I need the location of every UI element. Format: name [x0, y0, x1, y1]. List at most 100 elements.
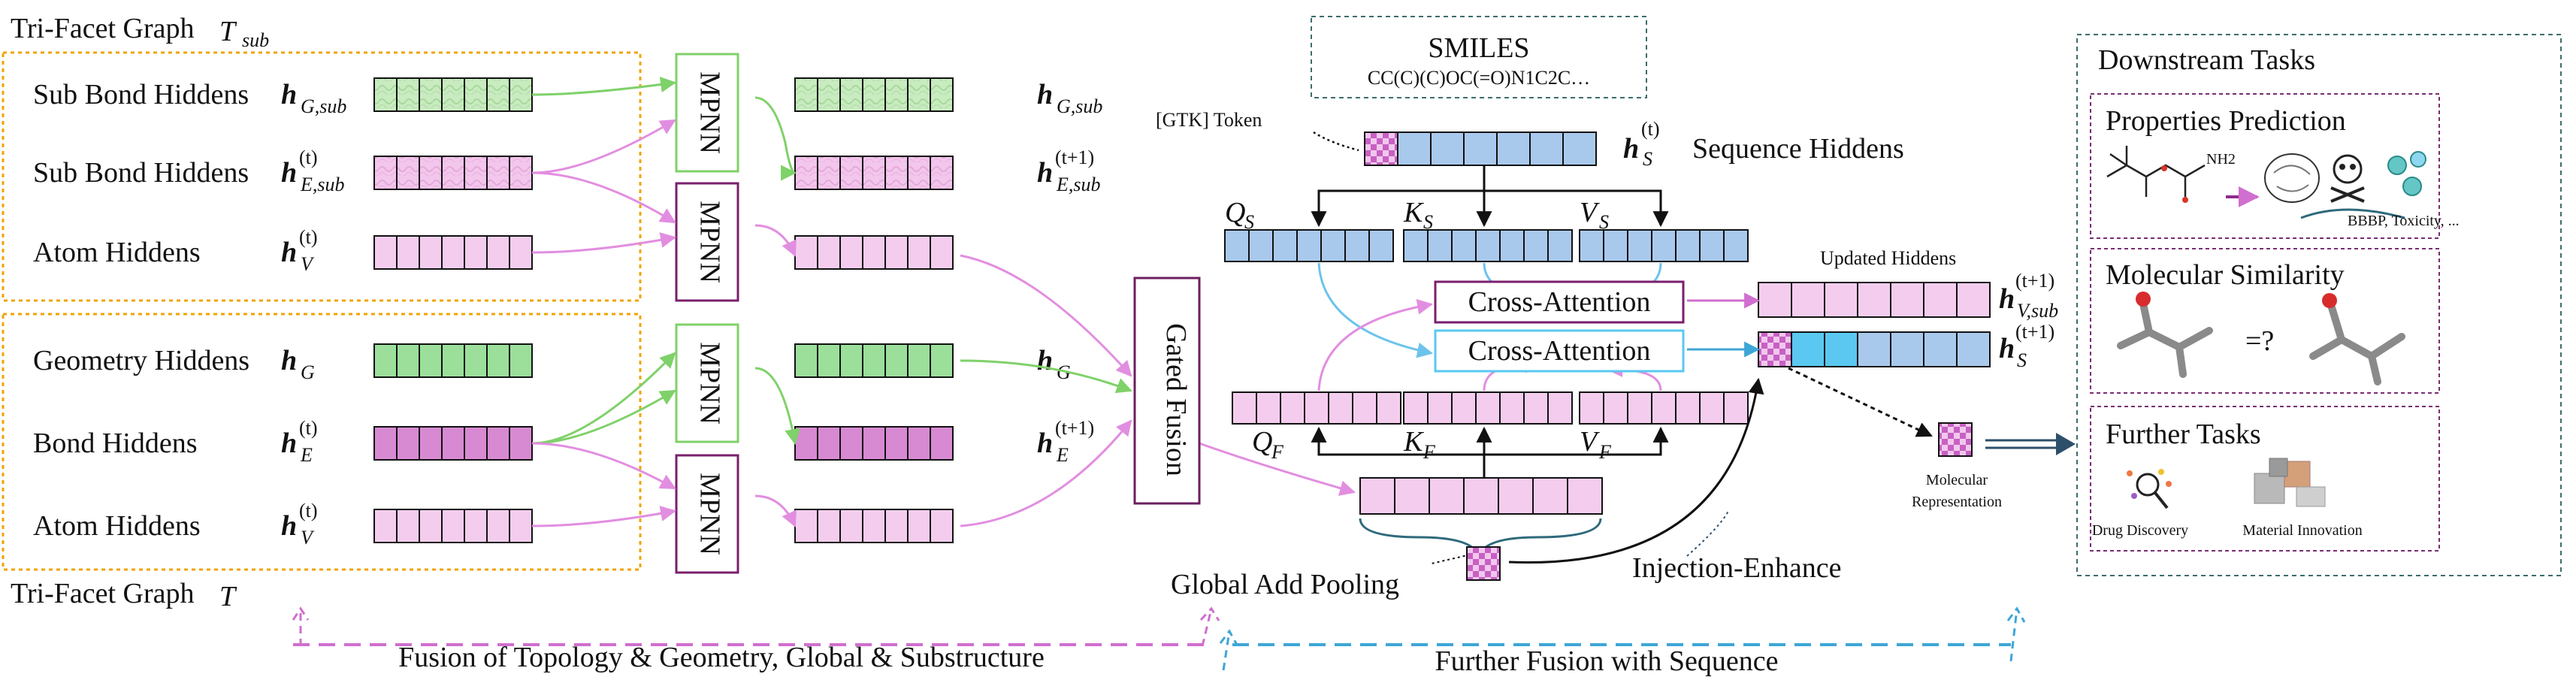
svg-text:Tri-Facet Graph: Tri-Facet Graph	[11, 578, 195, 609]
cross-attention-top-label: Cross-Attention	[1468, 286, 1651, 318]
svg-text:(t): (t)	[299, 226, 318, 248]
input-vector	[373, 77, 533, 112]
tri-facet-graph-title: Tri-Facet Graph T	[11, 578, 237, 612]
svg-text:V: V	[1580, 197, 1600, 228]
sequence-hiddens-vector	[1364, 131, 1597, 166]
input-vector	[373, 426, 533, 461]
qkv-bottom-label: QF	[1252, 426, 1284, 463]
gtk-token-label: [GTK] Token	[1156, 109, 1262, 131]
svg-text:E: E	[1056, 444, 1069, 466]
svg-text:F: F	[1423, 441, 1436, 463]
svg-text:G,sub: G,sub	[301, 95, 346, 117]
smiles-value: CC(C)(C)OC(=O)N1C2C…	[1368, 67, 1590, 89]
bottom-caption-right: Further Fusion with Sequence	[1435, 645, 1778, 677]
molecular-representation-label-1: Molecular	[1926, 472, 1988, 488]
cross-attention-top	[1434, 280, 1685, 324]
svg-text:(t+1): (t+1)	[1055, 417, 1094, 439]
svg-text:K: K	[1403, 426, 1424, 458]
full-graph-group-box	[2, 313, 642, 571]
cross-attention-bottom-label: Cross-Attention	[1468, 335, 1651, 367]
query-key-value-seq	[1579, 229, 1749, 262]
svg-text:(t): (t)	[299, 147, 318, 168]
svg-text:S: S	[1423, 211, 1433, 233]
further-title: Further Tasks	[2106, 419, 2261, 450]
sequence-hiddens-symbol: h S (t)	[1623, 118, 1660, 170]
svg-text:h: h	[1623, 133, 1639, 165]
updated-hiddens-label: Updated Hiddens	[1820, 247, 1956, 269]
downstream-box	[2076, 34, 2562, 576]
svg-text:(t): (t)	[1641, 118, 1660, 140]
drug-discovery-label: Drug Discovery	[2092, 522, 2188, 539]
sub-graph-group-box	[2, 51, 642, 302]
input-vector	[373, 235, 533, 270]
gated-fusion-label: Gated Fusion	[1160, 323, 1192, 476]
svg-text:S: S	[1643, 148, 1652, 170]
svg-text:NH2: NH2	[2206, 151, 2236, 168]
svg-text:h: h	[281, 157, 297, 189]
svg-text:MPNN: MPNN	[694, 342, 725, 425]
updated-sequence-vector	[1758, 331, 1991, 367]
svg-text:h: h	[281, 237, 297, 268]
left-connections	[531, 77, 1356, 527]
svg-text:h: h	[1999, 333, 2015, 364]
svg-text:(t): (t)	[299, 417, 318, 439]
svg-text:h: h	[1999, 283, 2015, 315]
row-label: Atom Hiddens	[33, 510, 201, 542]
output-vector	[794, 235, 954, 270]
output-vector	[794, 426, 954, 461]
mpnn-box: MPNN	[675, 454, 739, 574]
output-vector	[794, 509, 954, 543]
similarity-panel	[2090, 248, 2440, 394]
row-label: Bond Hiddens	[33, 428, 198, 459]
similarity-illustration: =?	[2117, 292, 2405, 385]
svg-text:(t+1): (t+1)	[2015, 321, 2054, 343]
row-label: Sub Bond Hiddens	[33, 157, 249, 189]
output-vector	[794, 77, 954, 112]
svg-text:S: S	[1599, 211, 1609, 233]
svg-text:T: T	[219, 16, 237, 47]
input-vector	[373, 343, 533, 378]
svg-text:h: h	[1037, 157, 1053, 189]
to-downstream-arrow	[1985, 433, 2076, 455]
query-key-value-graph	[1232, 391, 1401, 425]
graph-nodes-vector	[1359, 477, 1603, 515]
svg-text:h: h	[281, 510, 297, 542]
svg-text:V: V	[301, 253, 315, 275]
svg-text:S: S	[1244, 211, 1254, 233]
properties-illustration: NH2 BBBP, Toxicity, ...	[2106, 146, 2460, 229]
further-illustration	[2127, 458, 2326, 509]
svg-text:S: S	[2017, 349, 2027, 371]
svg-text:F: F	[1271, 441, 1284, 463]
properties-panel	[2090, 93, 2440, 239]
svg-text:Q: Q	[1225, 197, 1245, 228]
svg-text:E,sub: E,sub	[1056, 174, 1101, 195]
bottom-fusion-right	[1219, 606, 2026, 671]
mpnn-box: MPNN	[675, 53, 739, 173]
injection-enhance-label: Injection-Enhance	[1632, 552, 1842, 584]
bottom-fusion-left	[292, 606, 1220, 647]
pooled-token	[1466, 546, 1501, 581]
svg-text:sub: sub	[242, 29, 269, 51]
row-label: Atom Hiddens	[33, 237, 201, 268]
svg-text:MPNN: MPNN	[694, 201, 725, 283]
cross-attention-bottom	[1434, 329, 1685, 373]
updated-symbol-2: h S (t+1)	[1999, 321, 2054, 371]
material-innovation-label: Material Innovation	[2242, 522, 2362, 539]
global-add-pooling-label: Global Add Pooling	[1171, 569, 1399, 600]
smiles-title: SMILES	[1428, 32, 1529, 64]
input-vector	[373, 156, 533, 190]
svg-text:K: K	[1403, 197, 1424, 228]
query-key-value-seq	[1403, 229, 1573, 262]
svg-text:h: h	[1037, 79, 1053, 110]
query-key-value-seq	[1224, 229, 1394, 262]
output-vector	[794, 343, 954, 378]
